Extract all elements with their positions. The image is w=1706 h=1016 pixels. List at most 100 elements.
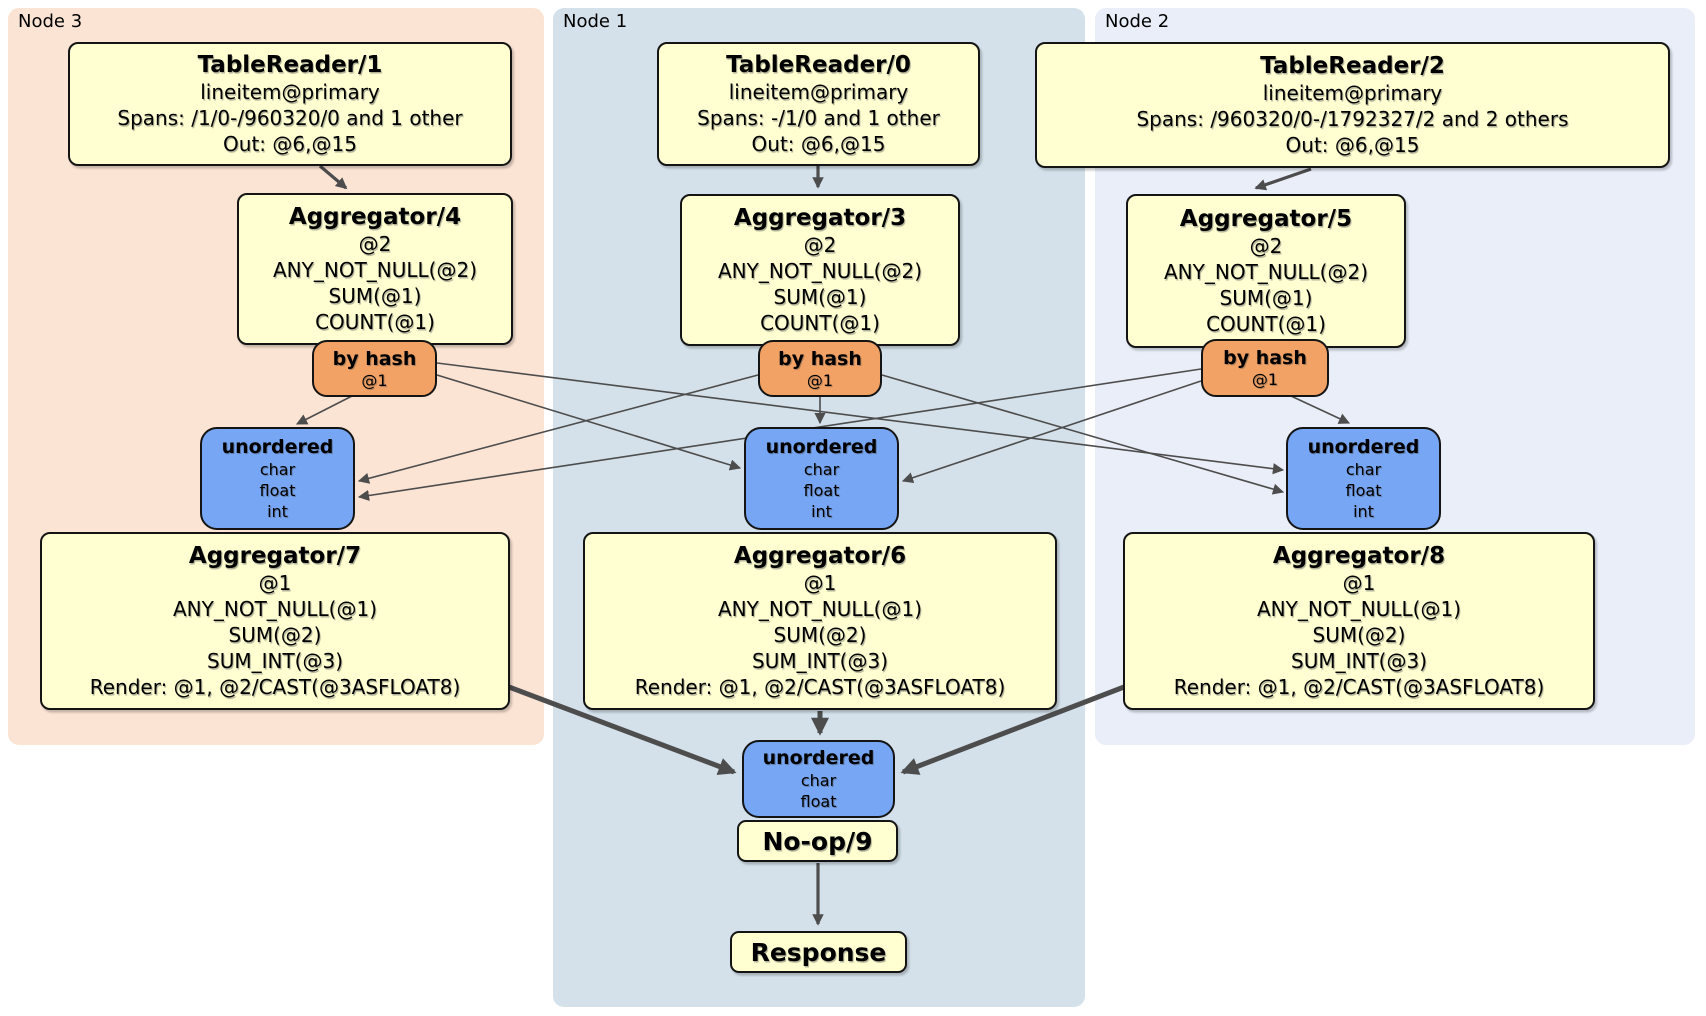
- edge-line: [1290, 395, 1351, 424]
- plan-node-line: ANY_NOT_NULL(@2): [1164, 260, 1368, 284]
- plan-node-line: @1: [1342, 571, 1376, 595]
- node-2-label: Node 2: [1105, 11, 1170, 32]
- plan-node-line: SUM(@2): [1312, 623, 1406, 647]
- aggregator-5-node: Aggregator/5 @2 ANY_NOT_NULL(@2) SUM(@1)…: [1126, 194, 1406, 348]
- aggregator-7-node: Aggregator/7 @1 ANY_NOT_NULL(@1) SUM(@2)…: [40, 532, 510, 710]
- plan-node-line: COUNT(@1): [760, 311, 880, 335]
- plan-node-line: SUM(@1): [773, 285, 867, 309]
- node-3-label: Node 3: [18, 11, 83, 32]
- unordered-sync-node3: unordered char float int: [200, 427, 355, 530]
- unordered-sync-node1: unordered char float int: [744, 427, 899, 530]
- sync-column: int: [1353, 502, 1374, 521]
- noop-node: No-op/9: [737, 820, 898, 862]
- plan-node-line: Render: @1, @2/CAST(@3ASFLOAT8): [1173, 675, 1545, 699]
- sync-title: unordered: [765, 436, 878, 458]
- plan-node-line: SUM_INT(@3): [752, 649, 888, 673]
- sync-column: float: [259, 481, 296, 500]
- plan-node-line: SUM_INT(@3): [1291, 649, 1427, 673]
- plan-node-line: Out: @6,@15: [1285, 133, 1420, 157]
- sync-column: float: [1345, 481, 1382, 500]
- plan-node-line: ANY_NOT_NULL(@1): [1257, 597, 1461, 621]
- plan-node-line: Spans: -/1/0 and 1 other: [697, 106, 940, 130]
- aggregator-8-node: Aggregator/8 @1 ANY_NOT_NULL(@1) SUM(@2)…: [1123, 532, 1595, 710]
- edge-line: [881, 374, 1285, 495]
- plan-node-title: TableReader/1: [197, 52, 383, 78]
- sync-column: int: [267, 502, 288, 521]
- unordered-sync-final: unordered char float: [742, 740, 895, 818]
- plan-node-line: COUNT(@1): [315, 310, 435, 334]
- sync-title: unordered: [221, 436, 334, 458]
- sync-column: int: [811, 502, 832, 521]
- edge-line: [436, 362, 1285, 475]
- plan-node-line: ANY_NOT_NULL(@1): [718, 597, 922, 621]
- aggregator-4-node: Aggregator/4 @2 ANY_NOT_NULL(@2) SUM(@1)…: [237, 193, 513, 345]
- plan-node-line: @2: [1249, 234, 1283, 258]
- plan-node-line: lineitem@primary: [728, 80, 909, 104]
- sync-column: char: [800, 771, 837, 790]
- router-columns: @1: [1251, 370, 1279, 389]
- node-1-label: Node 1: [563, 11, 628, 32]
- plan-node-line: ANY_NOT_NULL(@1): [173, 597, 377, 621]
- plan-node-title: Aggregator/5: [1179, 206, 1353, 232]
- sync-column: float: [800, 792, 837, 811]
- router-title: by hash: [778, 347, 862, 370]
- plan-node-line: ANY_NOT_NULL(@2): [718, 259, 922, 283]
- sync-column: char: [259, 460, 296, 479]
- plan-node-line: ANY_NOT_NULL(@2): [273, 258, 477, 282]
- plan-node-line: Render: @1, @2/CAST(@3ASFLOAT8): [634, 675, 1006, 699]
- plan-node-line: @2: [803, 233, 837, 257]
- plan-node-line: Out: @6,@15: [751, 132, 886, 156]
- edge-line: [436, 374, 742, 471]
- plan-node-line: Spans: /960320/0-/1792327/2 and 2 others: [1136, 107, 1569, 131]
- plan-node-line: @2: [358, 232, 392, 256]
- plan-node-title: Aggregator/7: [188, 543, 362, 569]
- sync-title: unordered: [762, 747, 875, 769]
- plan-node-line: lineitem@primary: [200, 80, 380, 104]
- router-title: by hash: [332, 347, 417, 370]
- plan-node-line: @1: [803, 571, 837, 595]
- unordered-sync-node2: unordered char float int: [1286, 427, 1441, 530]
- edge-line: [296, 395, 353, 425]
- sync-column: char: [803, 460, 840, 479]
- edge-line: [508, 684, 737, 776]
- table-reader-1-node: TableReader/1 lineitem@primary Spans: /1…: [68, 42, 512, 166]
- edge-line: [357, 374, 759, 484]
- edge-line: [318, 164, 348, 190]
- plan-node-line: @1: [258, 571, 292, 595]
- plan-node-line: SUM_INT(@3): [207, 649, 343, 673]
- plan-node-title: No-op/9: [762, 826, 873, 856]
- aggregator-3-node: Aggregator/3 @2 ANY_NOT_NULL(@2) SUM(@1)…: [680, 194, 960, 346]
- response-node: Response: [730, 931, 907, 973]
- plan-node-title: TableReader/2: [1260, 53, 1445, 79]
- plan-node-title: Aggregator/6: [733, 543, 907, 569]
- hash-router-node3: by hash @1: [312, 340, 437, 397]
- router-columns: @1: [806, 370, 834, 390]
- router-columns: @1: [361, 370, 388, 390]
- sync-column: float: [803, 481, 840, 500]
- plan-node-title: TableReader/0: [726, 52, 911, 78]
- edge-line: [900, 684, 1125, 775]
- plan-node-title: Aggregator/3: [733, 205, 907, 231]
- plan-node-line: SUM(@1): [1219, 286, 1313, 310]
- edge-line: [901, 380, 1202, 484]
- plan-node-line: Spans: /1/0-/960320/0 and 1 other: [117, 106, 463, 130]
- plan-node-line: SUM(@2): [773, 623, 867, 647]
- plan-node-line: Out: @6,@15: [223, 132, 357, 156]
- hash-router-node1: by hash @1: [758, 340, 882, 397]
- plan-node-title: Response: [750, 937, 887, 967]
- plan-node-title: Aggregator/8: [1272, 543, 1446, 569]
- plan-node-line: Render: @1, @2/CAST(@3ASFLOAT8): [89, 675, 461, 699]
- sync-title: unordered: [1307, 436, 1420, 458]
- sync-column: char: [1345, 460, 1382, 479]
- router-title: by hash: [1223, 347, 1307, 369]
- plan-node-line: SUM(@2): [228, 623, 322, 647]
- plan-node-title: Aggregator/4: [288, 204, 462, 230]
- plan-node-line: lineitem@primary: [1262, 81, 1443, 105]
- plan-node-line: COUNT(@1): [1206, 312, 1326, 336]
- aggregator-6-node: Aggregator/6 @1 ANY_NOT_NULL(@1) SUM(@2)…: [583, 532, 1057, 710]
- table-reader-2-node: TableReader/2 lineitem@primary Spans: /9…: [1035, 42, 1670, 168]
- table-reader-0-node: TableReader/0 lineitem@primary Spans: -/…: [657, 42, 980, 166]
- hash-router-node2: by hash @1: [1201, 339, 1329, 397]
